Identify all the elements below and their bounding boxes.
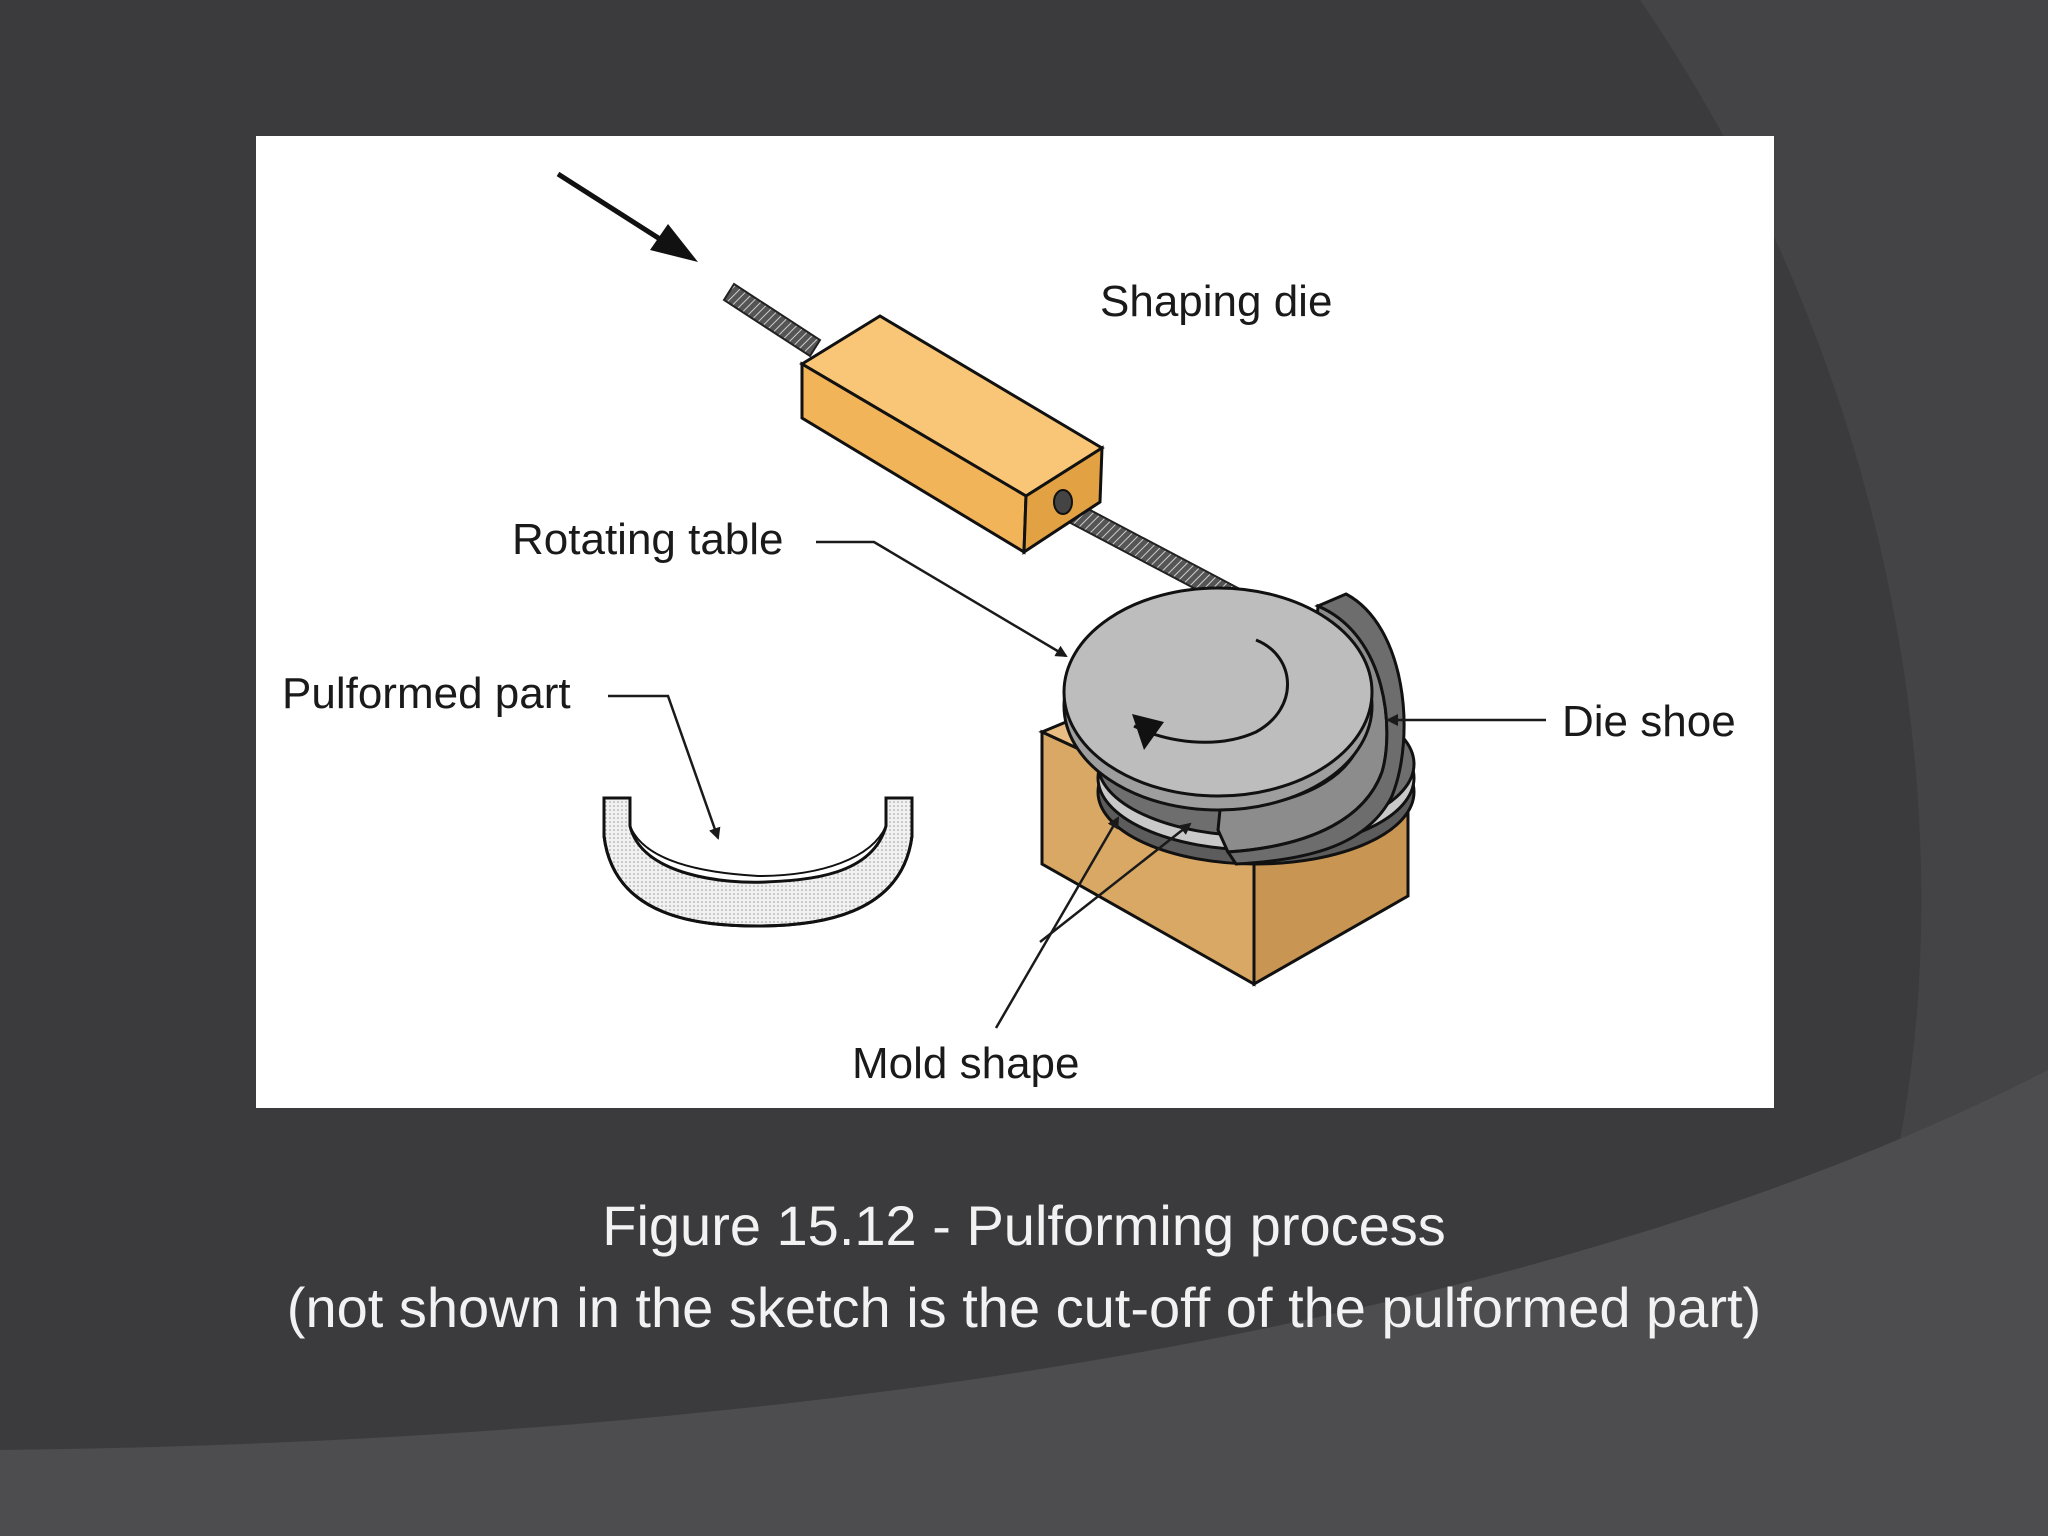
figure-caption-note: (not shown in the sketch is the cut-off … (286, 1276, 1762, 1339)
pulformed-part (602, 796, 914, 928)
background-arc-band (1640, 0, 2048, 1140)
pulformed-part-leader (608, 694, 721, 840)
rotating-table-leader (816, 540, 1068, 658)
mold-shape-leader-a (994, 816, 1120, 1029)
rotating-table (1062, 586, 1374, 812)
feed-direction-arrow-icon (556, 171, 698, 262)
background-lower-band (0, 1070, 2048, 1536)
label-rotating-table: Rotating table (512, 515, 784, 564)
label-mold-shape: Mold shape (852, 1039, 1079, 1088)
figure-caption-title: Figure 15.12 - Pulforming process (602, 1194, 1446, 1257)
figure-panel: Shaping die Rotating table Pulformed par… (256, 136, 1774, 1108)
fiber-strand (722, 282, 822, 358)
rotation-arrow-icon (1132, 638, 1289, 750)
label-pulformed-part: Pulformed part (282, 669, 571, 718)
mold-shape-leader-b (1039, 822, 1192, 943)
label-shaping-die: Shaping die (1100, 277, 1332, 326)
pulforming-diagram: Shaping die Rotating table Pulformed par… (282, 171, 1736, 1088)
label-die-shoe: Die shoe (1562, 697, 1736, 746)
shaping-die (799, 314, 1105, 555)
